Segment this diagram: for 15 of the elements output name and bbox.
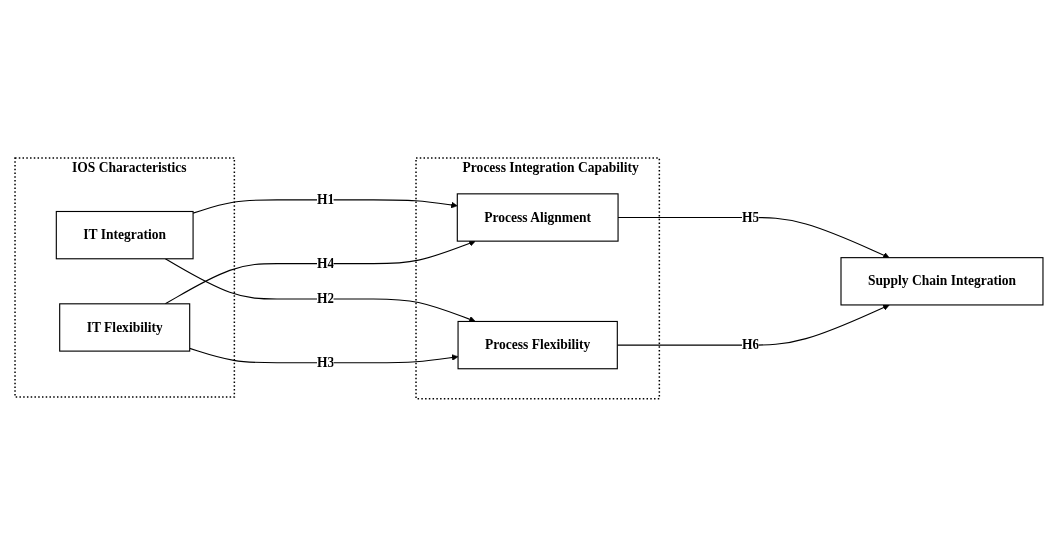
arrow (164, 240, 476, 305)
node-box: IT Flexibility (58, 303, 190, 352)
edge-label: H1 (316, 192, 334, 208)
edge-label: H6 (741, 337, 759, 353)
edge-label: H2 (316, 291, 334, 307)
node-box: Process Alignment (456, 193, 619, 242)
edge-label: H3 (316, 354, 334, 370)
edge-label: H4 (316, 255, 334, 271)
node-box: Process Flexibility (457, 321, 618, 370)
node-box: IT Integration (55, 211, 194, 260)
node-box: Supply Chain Integration (839, 257, 1044, 306)
arrow (164, 258, 476, 323)
edge-label: H5 (741, 209, 759, 225)
arrow (616, 304, 890, 346)
arrow (617, 217, 890, 259)
